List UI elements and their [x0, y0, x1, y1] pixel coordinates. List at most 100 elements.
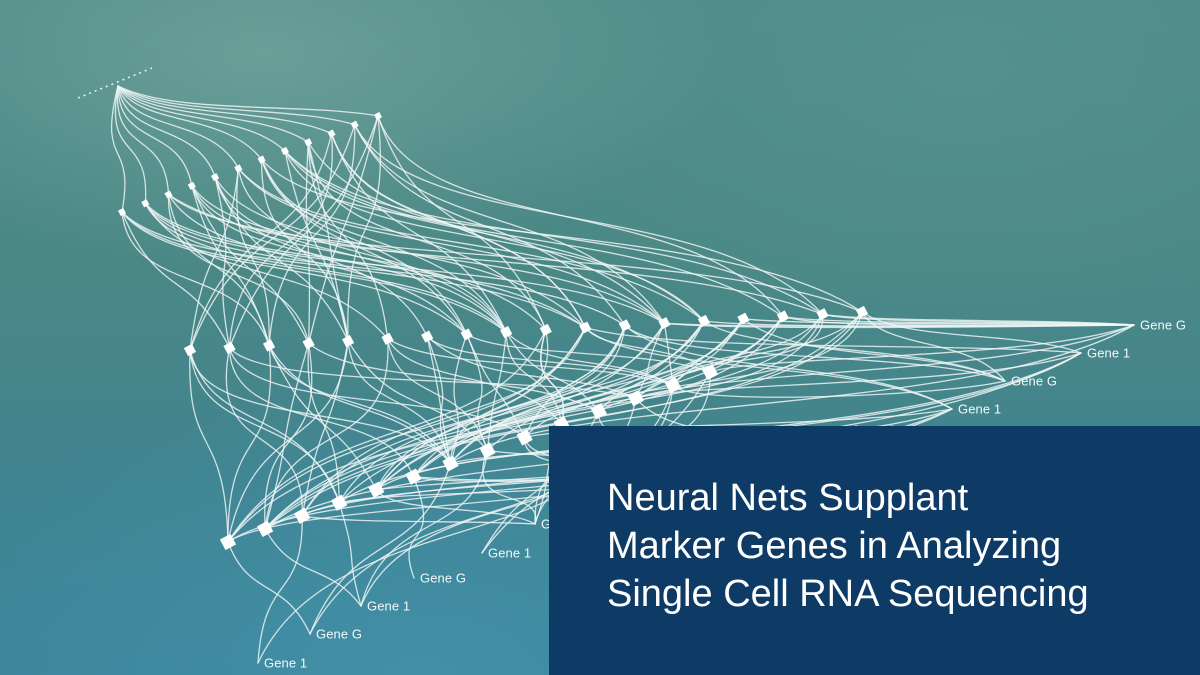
connection-line: [307, 141, 666, 324]
connection-line: [301, 515, 536, 525]
network-node: [590, 403, 607, 420]
connection-line: [214, 176, 586, 329]
connection-line: [227, 329, 547, 543]
network-node: [234, 164, 243, 173]
connection-line: [237, 167, 705, 322]
connection-line: [466, 333, 711, 373]
connection-line: [347, 115, 381, 342]
network-node: [479, 442, 496, 459]
connection-line: [214, 176, 231, 349]
connection-line: [237, 167, 507, 333]
network-node: [618, 319, 631, 332]
network-node: [421, 330, 434, 343]
network-node: [187, 181, 196, 190]
connection-line: [214, 176, 428, 338]
connection-line: [225, 347, 303, 517]
connection-line: [386, 338, 674, 386]
network-node: [664, 376, 682, 394]
connection-line: [110, 85, 126, 213]
network-node: [658, 317, 671, 330]
connection-line: [377, 115, 784, 318]
network-node: [381, 332, 394, 345]
connection-line: [189, 132, 333, 351]
connection-line: [264, 311, 863, 530]
network-node: [256, 520, 274, 538]
network-node: [257, 155, 266, 164]
connection-line: [228, 132, 333, 349]
connection-line: [624, 324, 953, 410]
connection-line: [114, 85, 147, 204]
network-node: [627, 390, 644, 407]
connection-line: [307, 141, 389, 340]
headline-line-2: Marker Genes in Analyzing: [607, 525, 1062, 567]
connection-line: [540, 329, 564, 425]
connection-line: [191, 185, 270, 347]
network-node: [223, 341, 236, 354]
network-node: [701, 363, 719, 381]
connection-line: [116, 85, 170, 196]
connection-line: [264, 322, 666, 530]
connection-line: [386, 338, 489, 452]
connection-line: [354, 124, 666, 324]
connection-line: [167, 193, 468, 336]
connection-line: [227, 344, 272, 543]
connection-line: [121, 211, 507, 333]
connection-line: [672, 313, 824, 386]
network-node: [219, 533, 237, 551]
network-node: [294, 507, 311, 524]
connection-line: [305, 141, 311, 344]
network-node: [263, 339, 276, 352]
connection-line: [408, 475, 425, 579]
gene-label: Gene G: [1140, 317, 1187, 333]
connection-line: [144, 202, 389, 340]
connection-line: [117, 85, 333, 135]
headline-panel: Neural Nets Supplant Marker Genes in Ana…: [549, 426, 1200, 675]
connection-line: [189, 349, 229, 543]
gene-label: Gene 1: [488, 545, 532, 561]
gene-label: Gene G: [1011, 373, 1058, 389]
connection-line: [117, 85, 286, 152]
network-node: [579, 321, 592, 334]
network-node: [516, 429, 533, 446]
connection-line: [284, 150, 349, 342]
connection-line: [117, 85, 379, 117]
network-node: [280, 146, 289, 155]
gene-label: Gene 1: [958, 401, 1002, 417]
network-nodes: [117, 111, 869, 551]
connection-line: [214, 176, 507, 333]
connection-line: [117, 85, 356, 126]
network-node: [350, 120, 359, 129]
network-node: [500, 326, 513, 339]
network-node: [331, 494, 348, 511]
connection-line: [264, 338, 389, 530]
connection-line: [189, 124, 356, 351]
headline-line-1: Neural Nets Supplant: [607, 477, 969, 519]
network-node: [442, 455, 459, 472]
connection-line: [354, 124, 626, 327]
connection-line: [144, 202, 626, 327]
connection-line: [375, 489, 536, 525]
connection-line: [144, 202, 507, 333]
connection-line: [307, 141, 349, 342]
connection-line: [228, 115, 379, 349]
connection-line: [257, 515, 303, 664]
network-node: [368, 481, 385, 498]
network-node: [342, 335, 355, 348]
network-node: [302, 337, 315, 350]
connection-line: [635, 311, 863, 399]
gene-label: Gene 1: [264, 655, 308, 671]
connection-line: [338, 502, 362, 607]
connection-line: [227, 541, 311, 635]
connection-line: [191, 185, 310, 344]
connection-line: [309, 462, 452, 635]
connection-line: [227, 326, 586, 543]
gene-label: Gene G: [316, 626, 363, 642]
connection-line: [663, 322, 674, 386]
connection-line: [307, 342, 340, 504]
gene-label: Gene 1: [1087, 345, 1131, 361]
connection-line: [117, 85, 193, 187]
connection-line: [237, 167, 666, 324]
network-node: [164, 190, 173, 199]
network-node: [737, 312, 750, 325]
connection-line: [301, 324, 626, 517]
